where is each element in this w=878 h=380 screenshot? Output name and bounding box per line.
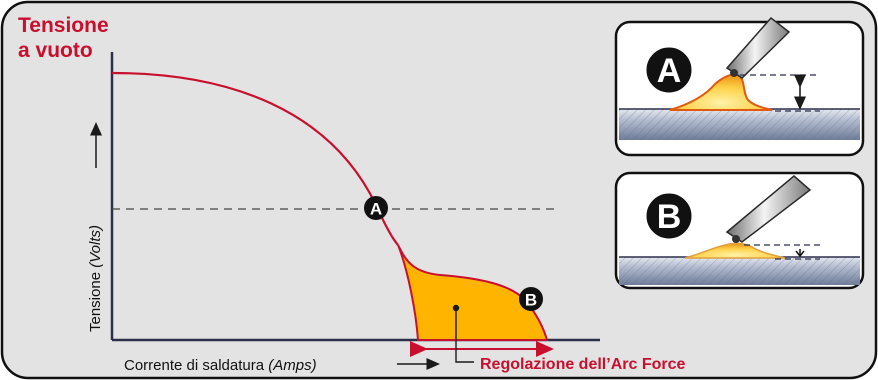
x-axis-label-main: Corrente di saldatura — [124, 357, 265, 374]
open-circuit-label-line2: a vuoto — [18, 39, 93, 62]
point-b-marker: B — [519, 287, 543, 311]
x-axis-label-unit: (Amps) — [268, 357, 316, 374]
inset-b-badge — [643, 190, 695, 242]
leader-line — [455, 308, 474, 363]
open-circuit-label-line1: Tensione — [18, 14, 109, 37]
inset-b: B — [614, 171, 865, 290]
arc-force-range-label: Regolazione dell’Arc Force — [480, 356, 685, 373]
point-b-label: B — [525, 291, 537, 310]
y-axis-label: Tensione (Volts) — [87, 225, 104, 332]
y-axis-label-main: Tensione — [87, 272, 104, 332]
inset-b-label: B — [657, 198, 682, 236]
x-axis-label: Corrente di saldatura (Amps) — [124, 357, 317, 374]
characteristic-curve — [111, 71, 399, 246]
y-axis-label-unit: (Volts) — [87, 225, 104, 268]
leader-dot — [452, 304, 460, 312]
inset-a: A — [614, 16, 865, 157]
inset-a-badge — [643, 44, 695, 96]
point-a-marker: A — [364, 196, 388, 220]
inset-a-label: A — [657, 52, 682, 90]
point-a-label: A — [370, 200, 382, 219]
